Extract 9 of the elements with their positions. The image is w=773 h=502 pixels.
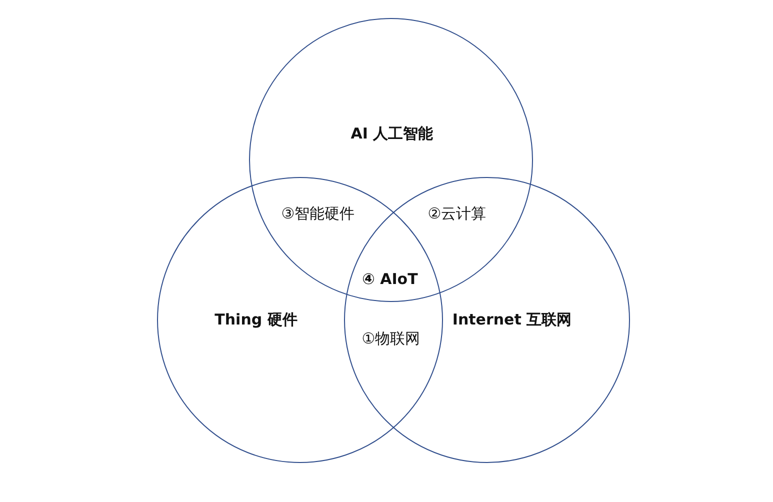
venn-circle	[157, 177, 443, 463]
region-label: ④ AIoT	[362, 270, 418, 288]
circle-title: Internet 互联网	[452, 310, 572, 330]
region-label: ②云计算	[428, 204, 486, 224]
region-label: ③智能硬件	[281, 204, 355, 224]
venn-circle	[249, 18, 533, 302]
circle-title: Thing 硬件	[214, 310, 298, 330]
circle-title: AI 人工智能	[350, 124, 434, 144]
region-label: ①物联网	[362, 330, 420, 348]
